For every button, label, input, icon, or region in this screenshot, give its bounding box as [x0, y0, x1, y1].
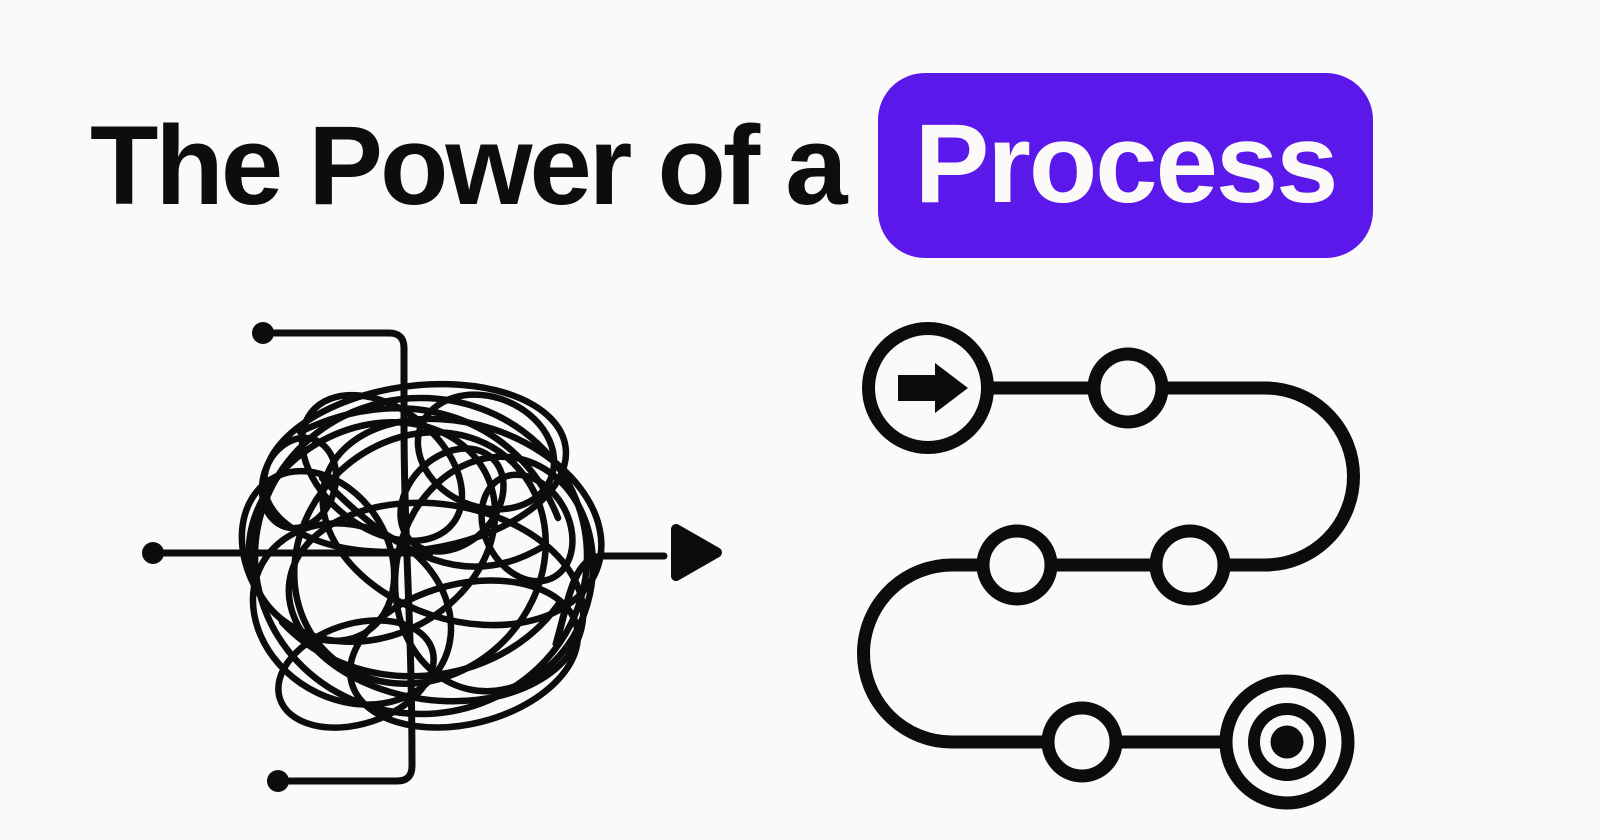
highlight-badge: Process [877, 73, 1374, 258]
connector-line-through [270, 329, 416, 785]
highlight-badge-label: Process [914, 100, 1339, 226]
step-node-1 [1087, 347, 1169, 429]
endpoint-dot-top [252, 322, 274, 344]
target-outer-ring [1219, 674, 1355, 810]
start-arrow-icon [898, 363, 968, 413]
u-turn-right [1258, 381, 1360, 572]
target-middle-ring [1248, 703, 1326, 781]
process-path-illustration [857, 322, 1360, 810]
endpoint-dot-middle [142, 542, 164, 564]
u-turn-left [857, 558, 959, 749]
arrowhead-icon [671, 524, 722, 581]
page-title: The Power of a Process [90, 73, 1374, 258]
scribble-ball [238, 380, 605, 731]
title-text: The Power of a [90, 102, 848, 228]
process-path [857, 322, 1360, 810]
step-node-2 [1149, 524, 1231, 606]
endpoint-dot-bottom [267, 770, 289, 792]
step-node-4 [1041, 701, 1123, 783]
tangled-scribble-illustration [142, 322, 722, 792]
endpoint-dots [142, 322, 289, 792]
target-bullseye-dot [1270, 725, 1304, 759]
step-node-3 [976, 524, 1058, 606]
